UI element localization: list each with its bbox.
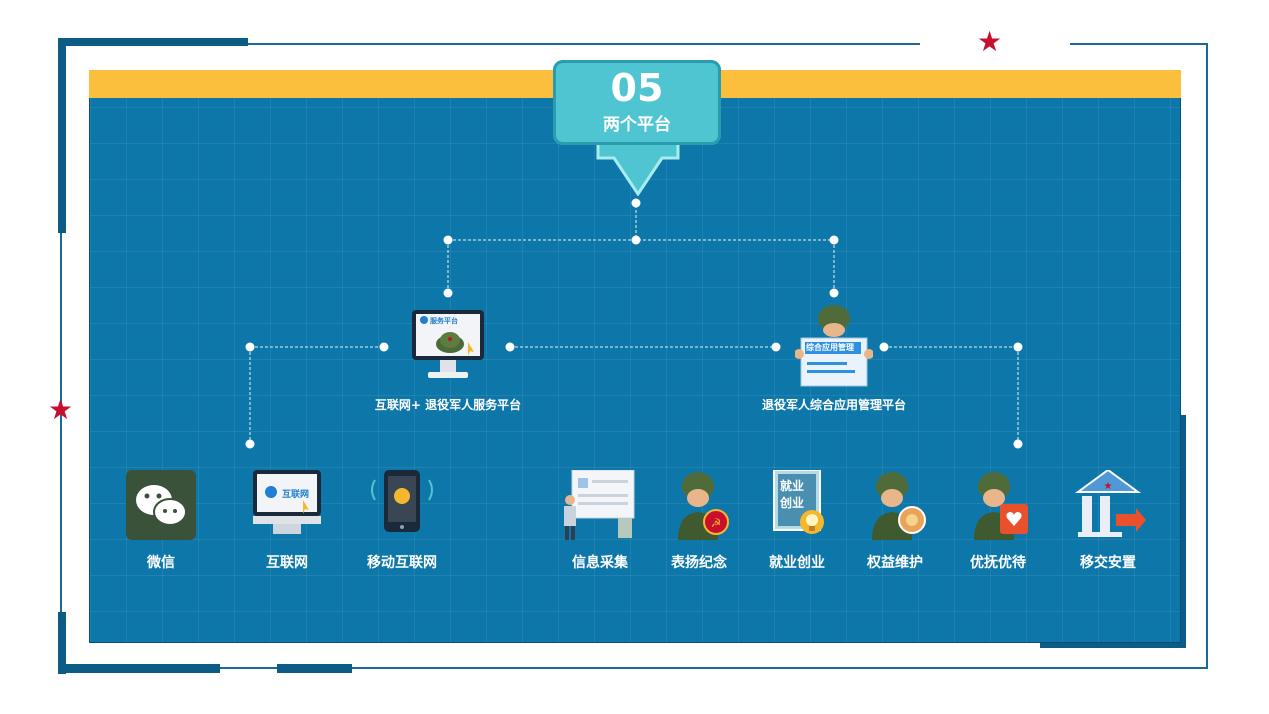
badge-arrow [596,140,680,196]
employment-book-icon [768,469,830,542]
frame-top-line [60,43,920,45]
soldier-badge-icon [868,470,930,540]
frame-corner-bar [58,612,66,674]
svg-text:★: ★ [1104,481,1113,492]
frame-right-line [1206,43,1208,669]
frame-corner-bar [1176,415,1186,647]
service-platform-monitor-icon [410,308,486,386]
function-label-rights-protection: 权益维护 [867,555,923,571]
channel-label-wechat: 微信 [147,555,175,571]
frame-corner-bar [1040,639,1186,648]
channel-label-internet: 互联网 [266,555,308,571]
computer-screen-text: 互联网 [282,490,310,500]
bank-arrow-icon: ★ [1074,468,1148,540]
frame-corner-bar [277,664,352,673]
frame-corner-bar [58,38,66,233]
frame-corner-bar [58,38,248,46]
management-platform-card-text: 综合应用管理 [806,343,854,352]
function-label-preferential-care: 优抚优待 [970,555,1026,571]
frame-left-line [60,43,62,669]
info-board-icon [560,469,638,542]
section-number: 05 [610,66,664,110]
section-title: 两个平台 [603,115,671,135]
management-platform-icon [794,300,874,388]
function-label-transfer-placement: 移交安置 [1080,555,1136,571]
soldier-medal-icon: ☭ [672,470,732,540]
function-label-commendation: 表扬纪念 [671,555,727,571]
soldier-heart-icon [970,470,1034,540]
employment-book-line-2: 创业 [780,496,805,510]
function-label-info-collection: 信息采集 [572,555,628,571]
service-platform-screen-text: 服务平台 [430,317,458,325]
wechat-icon [126,470,196,540]
frame-bottom-line [60,667,1208,669]
star-icon: ★ [48,393,74,426]
svg-text:☭: ☭ [711,516,722,530]
employment-book-line-1: 就业 [780,479,805,493]
management-platform-label: 退役军人综合应用管理平台 [761,398,906,412]
frame-top-right-line [1070,43,1208,45]
computer-icon [251,470,323,540]
service-platform-label: 互联网+ 退役军人服务平台 [374,398,522,412]
section-badge [553,60,721,145]
channel-label-mobile-internet: 移动互联网 [367,555,437,571]
frame-corner-bar [58,664,220,673]
mobile-phone-icon [367,470,437,536]
star-icon: ★ [977,25,1003,58]
function-label-employment: 就业创业 [769,555,825,571]
